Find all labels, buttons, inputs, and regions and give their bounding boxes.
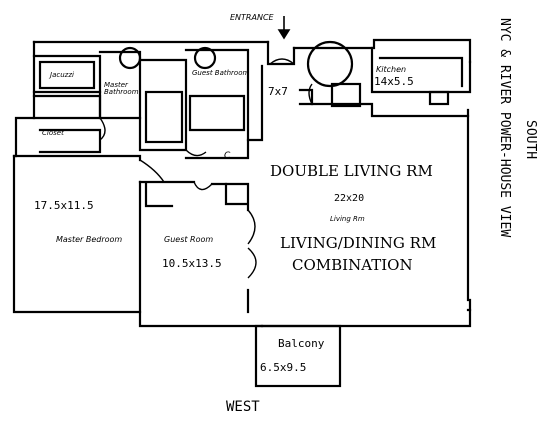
balcony-size: 6.5x9.5	[260, 361, 307, 374]
kitchen-appliance	[330, 82, 362, 108]
bedroom-top	[12, 154, 142, 162]
guest-bath-basin	[193, 46, 217, 70]
foyer-wall-lower	[246, 64, 264, 142]
closet-label: Closet	[42, 129, 64, 137]
master-bath-tub	[144, 90, 184, 144]
guest-room-top-right	[210, 182, 250, 212]
south-label: SOUTH	[523, 120, 538, 160]
guest-bath-inner	[188, 94, 246, 132]
jacuzzi-label: Jacuzzi	[50, 71, 74, 79]
foyer-partition	[298, 102, 470, 118]
door-swing-living	[247, 209, 256, 245]
kitchen-counter	[378, 56, 464, 88]
door-swing-guest	[193, 181, 213, 191]
double-living-label: DOUBLE LIVING RM	[270, 162, 433, 180]
kitchen-wall	[370, 46, 472, 94]
combination-label: COMBINATION	[292, 256, 413, 274]
guest-room-label: Guest Room	[164, 235, 214, 244]
outer-wall-right-top	[292, 38, 472, 64]
door-swing-entrance	[269, 58, 295, 65]
door-swing-hall	[185, 149, 207, 157]
double-living-size: 22x20	[334, 193, 365, 204]
closet-c-label: C	[224, 151, 231, 161]
kitchen-sink	[428, 90, 450, 106]
master-bedroom-size: 17.5x11.5	[34, 199, 94, 212]
foyer-size: 7x7	[268, 85, 288, 98]
guest-room-size: 10.5x13.5	[162, 257, 222, 270]
living-dining-label: LIVING/DINING RM	[280, 234, 437, 252]
balcony-outline	[254, 324, 342, 388]
door-swing-kitchen	[308, 83, 313, 105]
master-bath-basin	[118, 46, 142, 70]
entrance-arrow-head	[277, 29, 291, 40]
entrance-label: ENTRANCE	[230, 13, 274, 22]
foyer-stub	[298, 88, 314, 106]
outer-wall-bottom	[260, 308, 472, 328]
living-room-note: Living Rm	[330, 215, 365, 223]
master-bathroom-label: Master Bathroom	[104, 81, 139, 96]
closet-row	[32, 94, 102, 120]
guest-bathroom-label: Guest Bathroom	[192, 69, 250, 77]
door-swing-bath	[99, 117, 106, 141]
balcony-label: Balcony	[278, 337, 325, 350]
kitchen-size: 14x5.5	[374, 75, 414, 88]
guest-closet-right	[224, 182, 248, 206]
door-swing-bedroom	[139, 159, 165, 183]
door-swing-living-2	[247, 247, 257, 279]
kitchen-table	[306, 40, 354, 88]
outer-wall-east	[466, 108, 472, 312]
mid-closet	[38, 128, 102, 154]
foyer-wall	[266, 40, 296, 66]
guest-bath-wall	[184, 48, 250, 160]
west-label: WEST	[226, 399, 260, 415]
jacuzzi-tub	[38, 60, 96, 90]
kitchen-label: Kitchen	[376, 65, 407, 74]
jacuzzi-wall	[32, 54, 102, 94]
river-view-label: NYC & RIVER POWER-HOUSE VIEW	[497, 18, 512, 238]
master-bedroom-label: Master Bedroom	[56, 235, 123, 244]
guest-closet	[144, 182, 174, 208]
